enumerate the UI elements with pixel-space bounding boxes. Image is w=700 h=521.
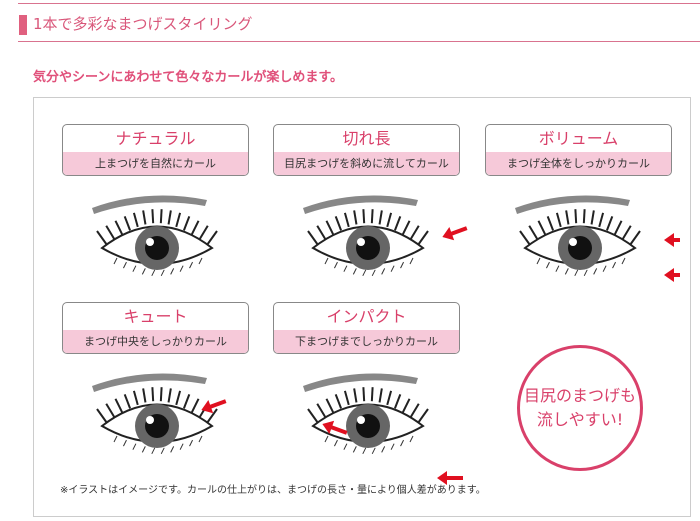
style-card: インパクト下まつげまでしっかりカール bbox=[273, 302, 460, 354]
style-desc: 上まつげを自然にカール bbox=[63, 152, 248, 175]
styles-panel bbox=[33, 97, 691, 517]
eye-icon bbox=[303, 373, 463, 485]
eye-illustration bbox=[87, 368, 227, 468]
eye-icon bbox=[515, 195, 690, 282]
style-desc: まつげ中央をしっかりカール bbox=[63, 330, 248, 353]
style-card: ボリュームまつげ全体をしっかりカール bbox=[485, 124, 672, 176]
style-card: ナチュラル上まつげを自然にカール bbox=[62, 124, 249, 176]
eye-icon bbox=[92, 373, 227, 455]
style-card: 切れ長目尻まつげを斜めに流してカール bbox=[273, 124, 460, 176]
eye-icon bbox=[303, 195, 468, 277]
section-title: 1本で多彩なまつげスタイリング bbox=[33, 15, 253, 33]
style-desc: 下まつげまでしっかりカール bbox=[274, 330, 459, 353]
callout-line2: 流しやすい! bbox=[536, 410, 624, 429]
eye-illustration bbox=[87, 190, 227, 290]
style-name: ナチュラル bbox=[115, 129, 196, 148]
title-marker bbox=[19, 15, 27, 35]
style-card: キュートまつげ中央をしっかりカール bbox=[62, 302, 249, 354]
style-name: インパクト bbox=[326, 307, 407, 326]
disclaimer-note: ※イラストはイメージです。カールの仕上がりは、まつげの長さ・量により個人差があり… bbox=[60, 485, 486, 496]
eye-illustration bbox=[298, 368, 463, 485]
title-rule bbox=[18, 41, 700, 42]
lead-text: 気分やシーンにあわせて色々なカールが楽しめます。 bbox=[33, 70, 344, 85]
style-desc: まつげ全体をしっかりカール bbox=[486, 152, 671, 175]
style-name: キュート bbox=[123, 307, 188, 326]
style-name: ボリューム bbox=[538, 129, 619, 148]
style-name: 切れ長 bbox=[342, 129, 391, 148]
eye-icon bbox=[92, 195, 218, 277]
callout-line1: 目尻のまつげも bbox=[523, 386, 636, 405]
eye-illustration bbox=[298, 190, 468, 290]
style-desc: 目尻まつげを斜めに流してカール bbox=[274, 152, 459, 175]
eye-illustration bbox=[510, 190, 690, 290]
callout-circle: 目尻のまつげも 流しやすい! bbox=[517, 345, 643, 471]
top-rule bbox=[18, 3, 700, 4]
